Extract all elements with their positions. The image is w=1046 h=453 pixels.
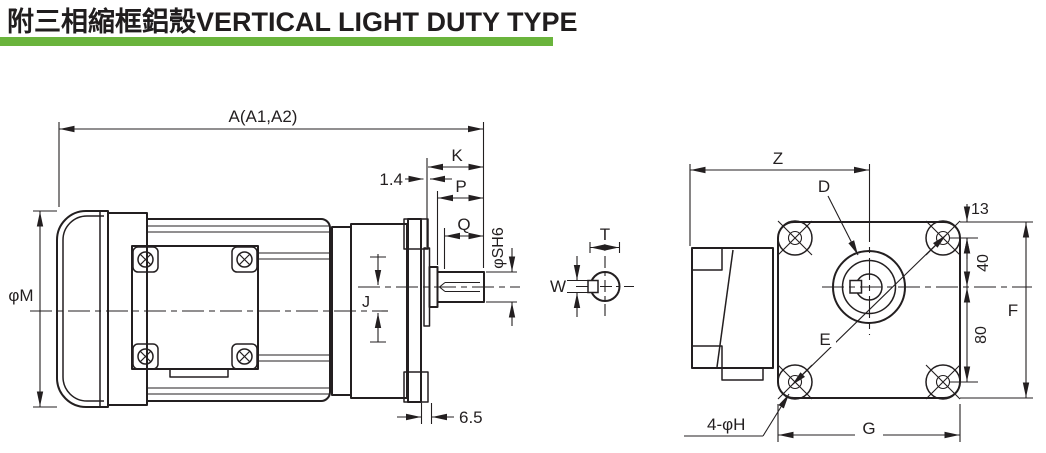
dim-phi-m: φM (8, 210, 57, 408)
dim-overall-length: A(A1,A2) (58, 107, 485, 268)
keyway-lines (439, 281, 480, 293)
dim-shim: 1.4 (379, 170, 452, 189)
motor-end-bracket (107, 212, 148, 406)
cooling-fins (147, 225, 329, 395)
dim-p: P (436, 177, 484, 265)
label-80: 80 (973, 326, 990, 344)
label-g: G (862, 419, 875, 438)
label-40: 40 (975, 254, 992, 272)
label-f: F (1008, 301, 1018, 320)
screw-icon (137, 251, 253, 365)
key-square (587, 279, 599, 294)
cable-tab (169, 368, 229, 378)
shaft-key-section: T W (550, 225, 634, 317)
dim-j: J (362, 254, 386, 343)
dim-key-width: T (589, 225, 621, 253)
dim-e: E (791, 234, 947, 386)
label-k: K (451, 146, 463, 165)
label-z: Z (773, 149, 783, 168)
dim-mounting-holes: 4-φH (684, 393, 790, 437)
label-phi-m: φM (8, 286, 33, 305)
fan-cover-inner-line (62, 215, 104, 402)
dim-d-leader: D (818, 177, 859, 256)
flange-plate (407, 218, 422, 403)
dim-80: 80 (950, 287, 990, 383)
page-title: 附三相縮框鋁殼VERTICAL LIGHT DUTY TYPE (7, 7, 578, 37)
label-13: 13 (971, 201, 989, 218)
dim-flange-setback: 6.5 (397, 403, 483, 427)
dim-shaft-diameter: φSH6 (486, 227, 517, 326)
dim-z: Z (689, 149, 869, 246)
side-view: φM A(A1,A2) K 1.4 P (8, 107, 520, 427)
motor-body (146, 218, 331, 402)
front-view: Z D 13 40 80 (684, 149, 1033, 442)
label-w: W (550, 277, 566, 296)
dim-key-height: W (550, 256, 588, 317)
label-overall-length: A(A1,A2) (229, 107, 298, 126)
label-shim: 1.4 (379, 170, 403, 189)
dim-k: K (426, 146, 484, 247)
dim-f: F (960, 222, 1033, 399)
label-flange-setback: 6.5 (459, 408, 483, 427)
label-q: Q (457, 215, 470, 234)
label-shaft-diameter: φSH6 (490, 227, 507, 269)
fan-cover (56, 210, 109, 408)
label-d: D (818, 177, 830, 196)
label-e: E (819, 330, 830, 349)
title-underline (0, 37, 553, 46)
dim-13: 13 (950, 201, 1033, 259)
label-t: T (600, 225, 610, 244)
terminal-box (131, 245, 259, 378)
dim-40: 40 (963, 238, 992, 287)
label-p: P (455, 177, 466, 196)
dim-q: Q (443, 215, 484, 269)
label-4-phi-h: 4-φH (707, 415, 745, 434)
terminal-box-front (691, 247, 774, 381)
label-j: J (362, 294, 370, 311)
dim-g: G (777, 404, 961, 442)
